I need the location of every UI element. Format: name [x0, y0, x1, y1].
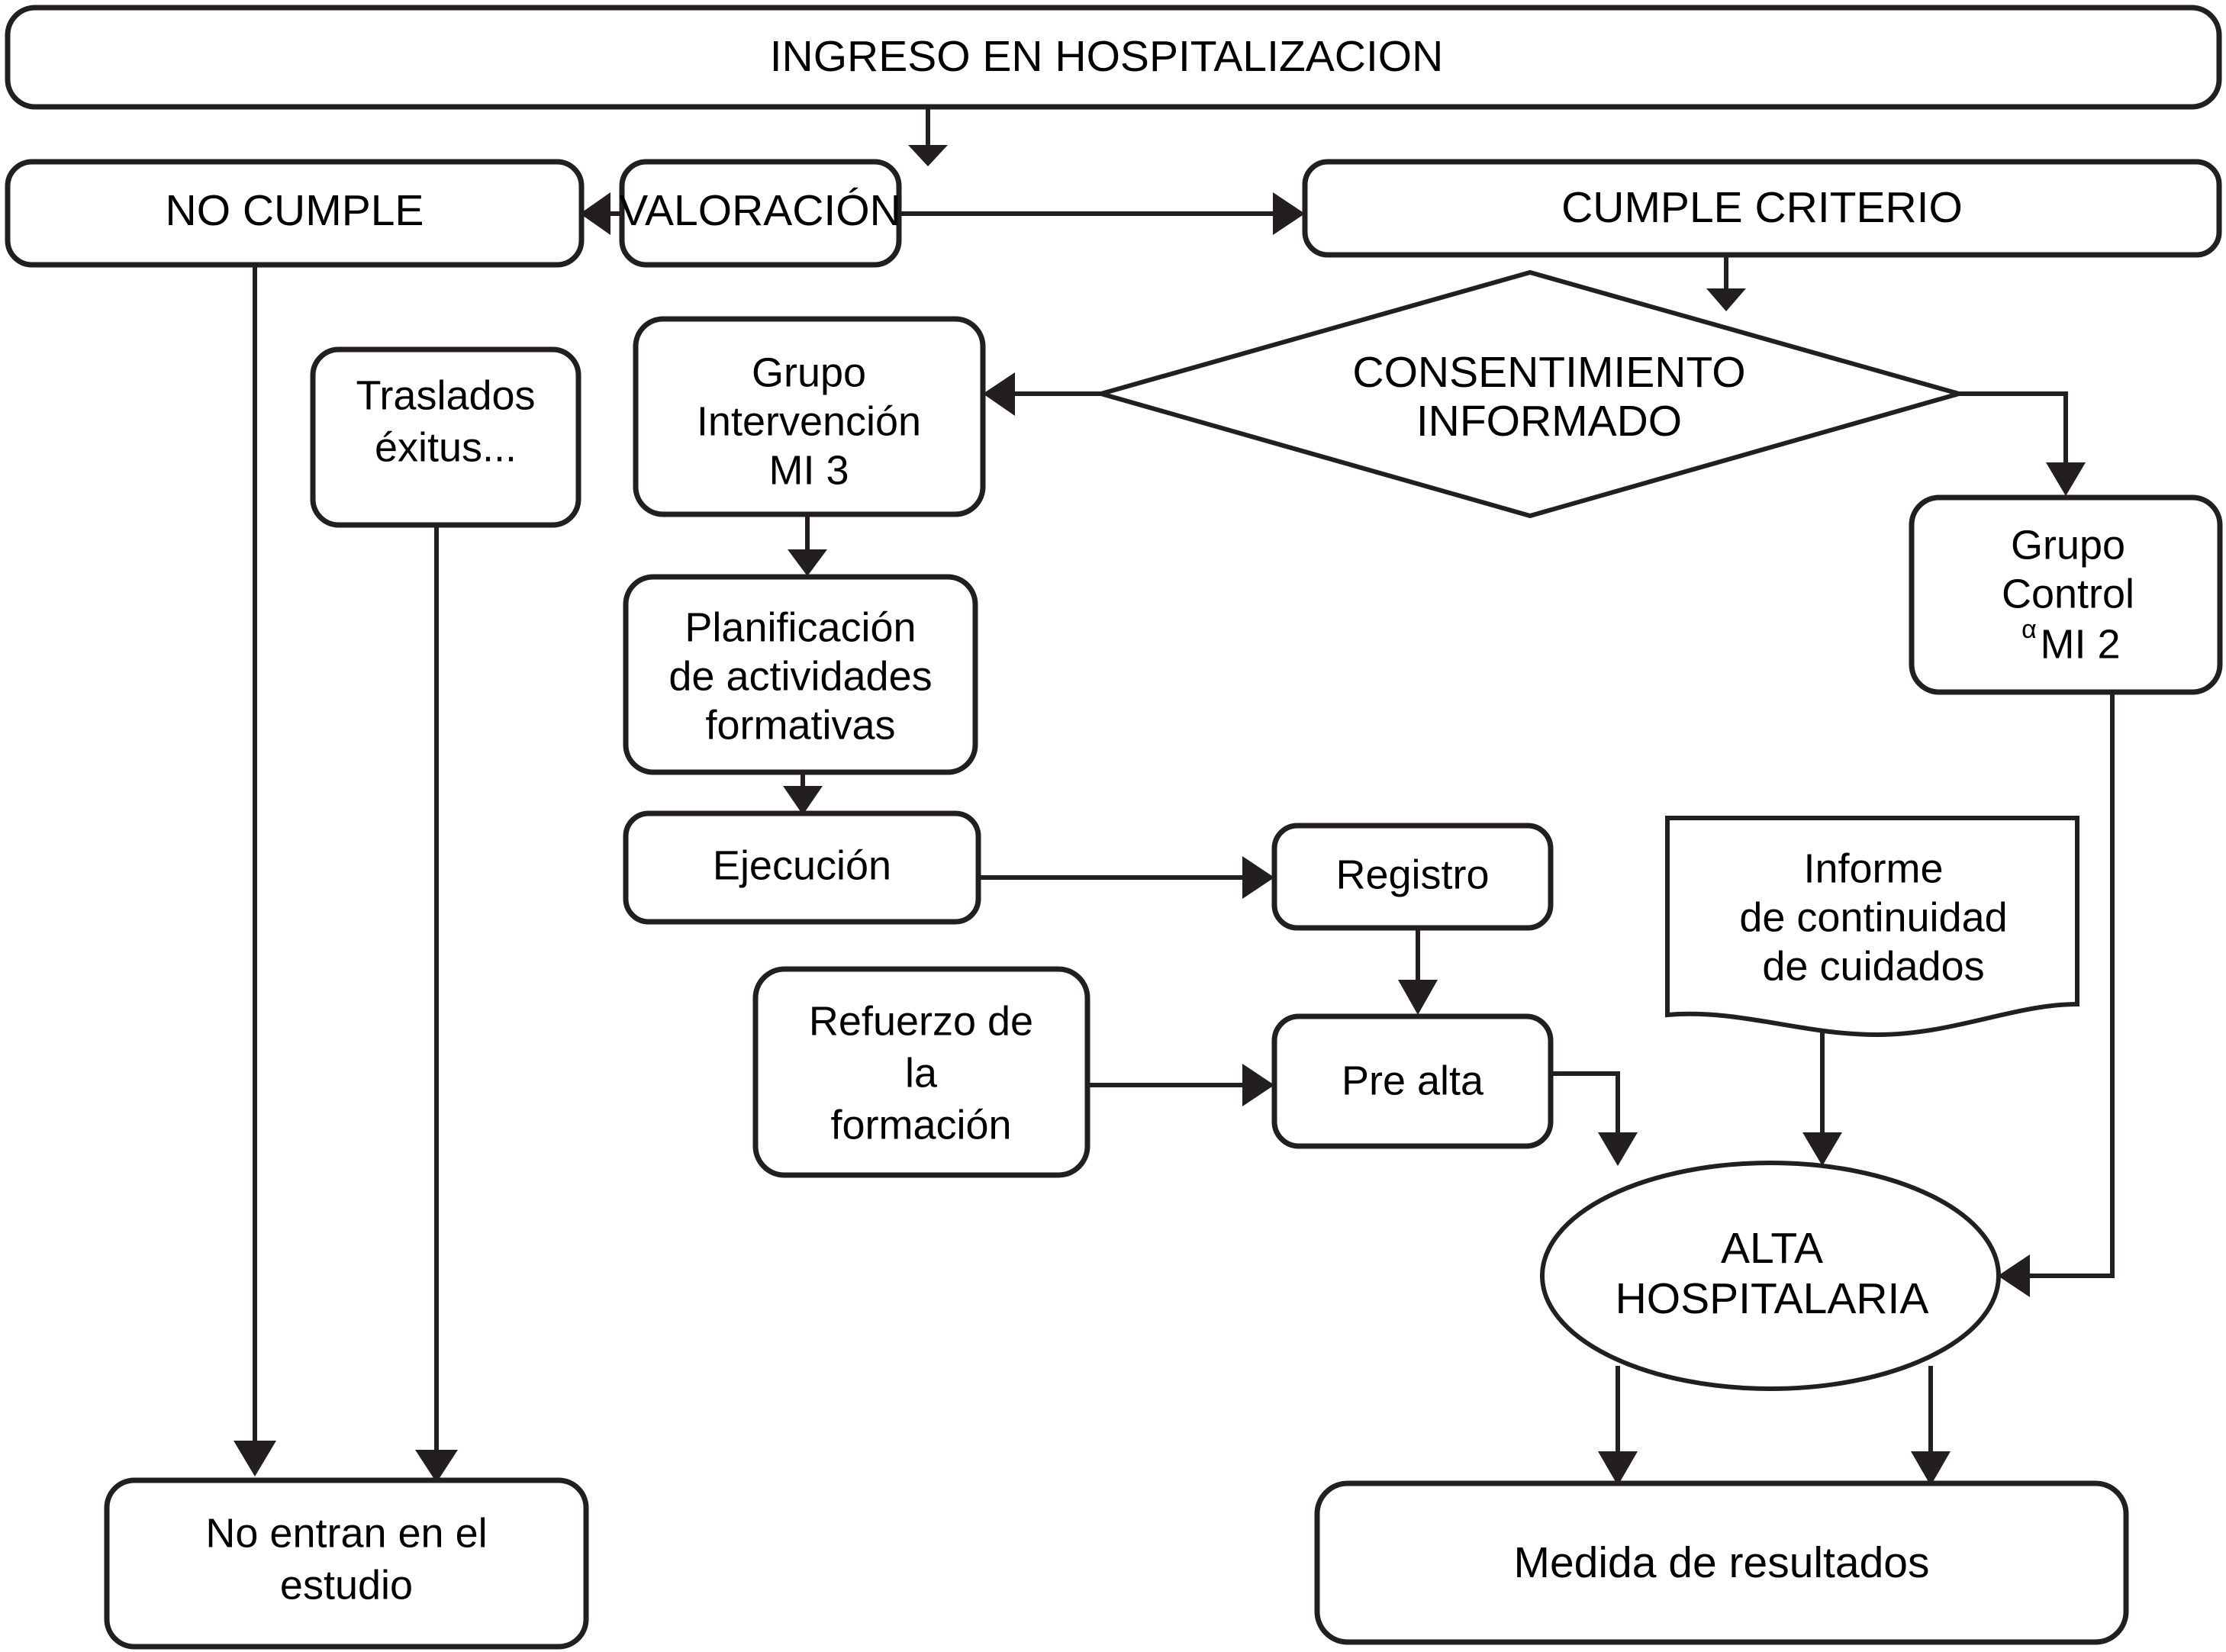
arrowhead-registro-prealta: [1398, 980, 1438, 1015]
node-consentimiento-label-line2: INFORMADO: [1416, 397, 1682, 446]
node-informe-line1: Informe: [1803, 845, 1943, 891]
node-planificacion-line3: formativas: [705, 702, 895, 748]
node-registro-shape: [1271, 823, 1554, 931]
node-grupo-intervencion-shape: [633, 316, 986, 517]
node-informe-shape: [1665, 816, 2079, 1038]
node-alta-hospitalaria[interactable]: ALTA HOSPITALARIA: [1540, 1161, 2001, 1391]
node-grupo-intervencion-line2: Intervención: [697, 398, 921, 444]
arrowhead-intervencion-planificacion: [788, 549, 827, 576]
node-no-cumple-shape: [5, 159, 585, 268]
node-no-entran-shape: [104, 1477, 589, 1650]
arrowhead-prealta-alta: [1598, 1132, 1638, 1166]
node-ingreso[interactable]: INGRESO EN HOSPITALIZACION: [5, 5, 2222, 110]
node-valoracion-label: VALORACIÓN: [619, 186, 901, 235]
node-pre-alta-label: Pre alta: [1342, 1058, 1484, 1103]
arrowhead-valoracion-nocumple: [580, 192, 610, 235]
node-grupo-control-line3: MI 2: [2040, 621, 2120, 667]
node-refuerzo-line2: la: [905, 1050, 938, 1096]
arrowhead-cumple-consentimiento: [1706, 288, 1746, 311]
node-informe-line3: de cuidados: [1762, 943, 1984, 989]
node-ejecucion-shape: [623, 810, 981, 925]
node-medida[interactable]: Medida de resultados: [1314, 1480, 2129, 1645]
node-pre-alta[interactable]: Pre alta: [1271, 1013, 1554, 1149]
node-informe-line2: de continuidad: [1739, 894, 2007, 940]
node-refuerzo-line3: formación: [830, 1102, 1011, 1148]
node-no-entran-line1: No entran en el: [205, 1510, 487, 1556]
edge-consentimiento-control: [1959, 391, 2068, 467]
node-medida-label: Medida de resultados: [1513, 1538, 1929, 1587]
arrowhead-alta-medida-left: [1598, 1451, 1638, 1486]
node-medida-shape: [1314, 1480, 2129, 1645]
node-pre-alta-shape: [1271, 1013, 1554, 1149]
edge-control-alta: [2030, 691, 2115, 1278]
node-refuerzo[interactable]: Refuerzo de la formación: [752, 966, 1090, 1178]
arrowhead-informe-alta: [1802, 1132, 1842, 1166]
node-alta-hospitalaria-shape: [1540, 1161, 2001, 1391]
node-no-entran[interactable]: No entran en el estudio: [104, 1477, 589, 1650]
node-cumple-criterio[interactable]: CUMPLE CRITERIO: [1302, 159, 2222, 258]
arrowhead-refuerzo-prealta: [1242, 1064, 1274, 1106]
node-ingreso-label: INGRESO EN HOSPITALIZACION: [770, 32, 1444, 81]
node-ejecucion-label: Ejecución: [713, 842, 891, 888]
arrowhead-valoracion-cumple: [1273, 192, 1305, 235]
node-ejecucion[interactable]: Ejecución: [623, 810, 981, 925]
node-no-cumple-label: NO CUMPLE: [166, 186, 424, 235]
node-cumple-criterio-label: CUMPLE CRITERIO: [1561, 183, 1963, 232]
node-consentimiento-label-line1: CONSENTIMIENTO: [1352, 348, 1745, 397]
node-refuerzo-line1: Refuerzo de: [809, 998, 1033, 1044]
node-grupo-control-line2: Control: [2002, 571, 2134, 617]
arrowhead-nocumple-noentran: [234, 1441, 276, 1476]
node-planificacion-shape: [623, 574, 978, 775]
node-ingreso-shape: [5, 5, 2222, 110]
node-refuerzo-shape: [752, 966, 1090, 1178]
node-traslados[interactable]: Traslados éxitus...: [310, 346, 581, 528]
connector-layer: [234, 109, 2115, 1486]
arrowhead-consentimiento-intervencion: [983, 372, 1015, 416]
node-grupo-control-shape: [1909, 494, 2223, 695]
node-traslados-label-line2: éxitus...: [375, 424, 517, 470]
arrowhead-traslados-noentran: [415, 1450, 458, 1483]
arrowhead-planificacion-ejecucion: [783, 786, 823, 815]
arrowhead-alta-medida-right: [1911, 1451, 1951, 1486]
node-no-cumple[interactable]: NO CUMPLE: [5, 159, 585, 268]
node-grupo-control-superscript-alpha: α: [2021, 615, 2037, 644]
arrowhead-ejecucion-registro: [1242, 856, 1274, 899]
node-grupo-intervencion-line3: MI 3: [768, 447, 849, 493]
node-grupo-intervencion-line1: Grupo: [752, 349, 866, 395]
node-planificacion-line2: de actividades: [668, 653, 932, 699]
node-alta-hospitalaria-line2: HOSPITALARIA: [1616, 1274, 1929, 1323]
node-registro-label: Registro: [1335, 852, 1489, 897]
arrowhead-consentimiento-control: [2046, 462, 2086, 496]
edge-prealta-alta: [1551, 1071, 1620, 1137]
arrowhead-ingreso-valoracion: [908, 145, 948, 166]
node-grupo-control-line1: Grupo: [2011, 522, 2125, 568]
node-planificacion-line1: Planificación: [685, 604, 916, 650]
node-grupo-control[interactable]: Grupo Control α MI 2: [1909, 494, 2223, 695]
node-valoracion[interactable]: VALORACIÓN: [619, 159, 902, 268]
node-consentimiento-informado[interactable]: CONSENTIMIENTO INFORMADO: [1093, 269, 1967, 519]
node-traslados-label-line1: Traslados: [356, 372, 535, 418]
node-informe[interactable]: Informe de continuidad de cuidados: [1665, 816, 2079, 1038]
node-consentimiento-shape: [1093, 269, 1967, 519]
node-alta-hospitalaria-line1: ALTA: [1721, 1224, 1823, 1273]
node-traslados-shape: [310, 346, 581, 528]
node-planificacion[interactable]: Planificación de actividades formativas: [623, 574, 978, 775]
node-valoracion-shape: [619, 159, 902, 268]
arrowhead-control-alta: [1998, 1254, 2030, 1297]
node-registro[interactable]: Registro: [1271, 823, 1554, 931]
node-no-entran-line2: estudio: [280, 1562, 413, 1608]
node-grupo-intervencion[interactable]: Grupo Intervención MI 3: [633, 316, 986, 517]
node-cumple-criterio-shape: [1302, 159, 2222, 258]
